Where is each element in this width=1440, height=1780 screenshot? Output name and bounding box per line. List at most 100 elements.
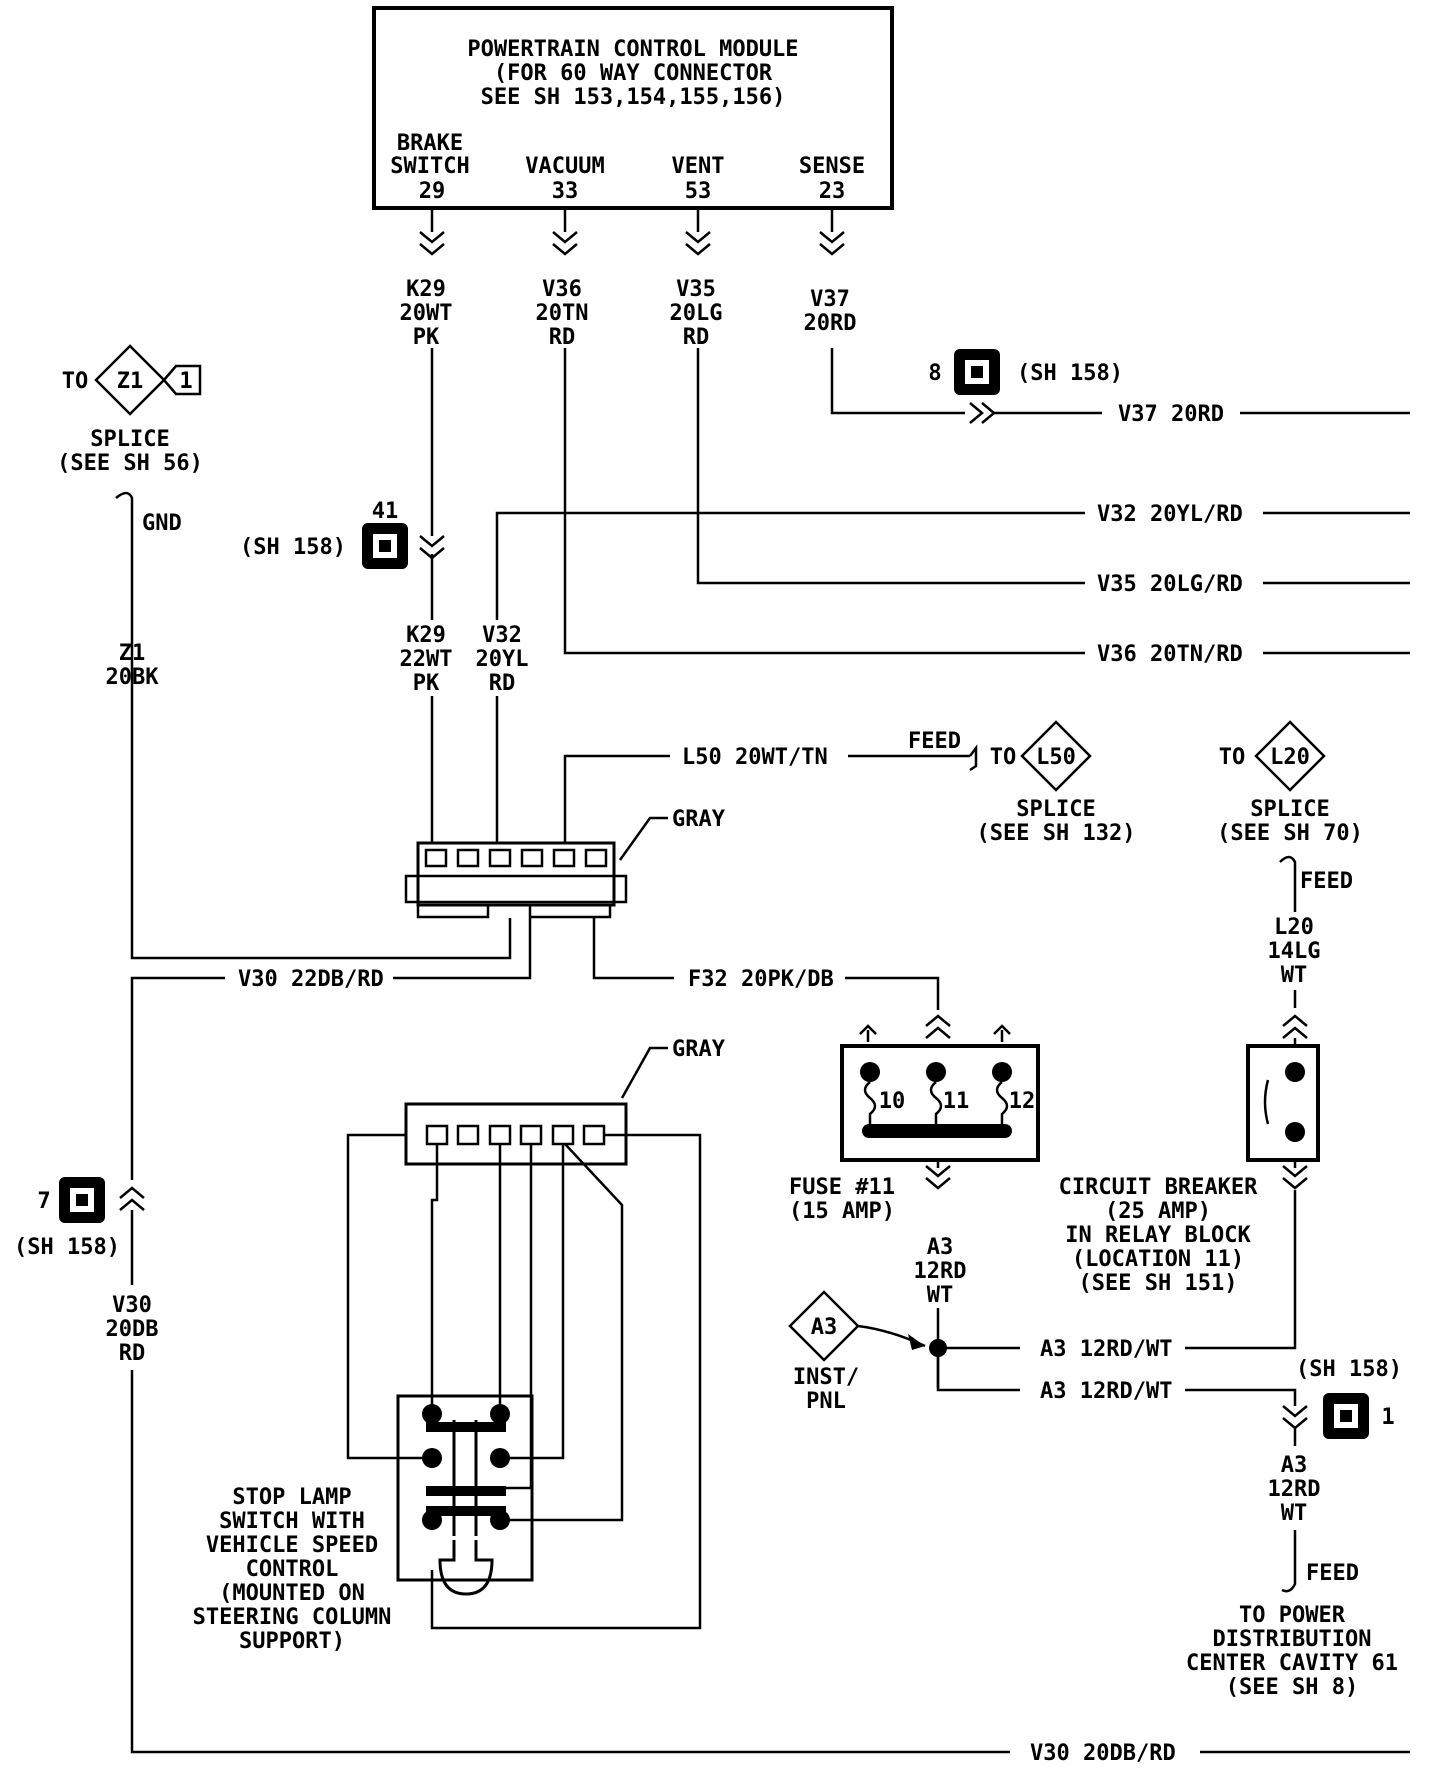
wire-v35-gauge: 20LG (670, 301, 723, 326)
terminal-fuse-11-in (924, 1014, 952, 1040)
stop-lamp-label-1: STOP LAMP (232, 1485, 351, 1510)
connector-7-icon (59, 1177, 105, 1223)
wire-v35-code: V35 (676, 277, 716, 302)
a3-fuse-tracer: WT (927, 1283, 954, 1308)
connector-8-number: 8 (928, 361, 941, 386)
a3-down-code: A3 (1281, 1453, 1308, 1478)
breaker-label-5: (SEE SH 151) (1079, 1271, 1238, 1296)
z1-id: Z1 (117, 369, 144, 394)
a3-upper-label: A3 12RD/WT (1040, 1337, 1172, 1362)
connector-8-icon (954, 349, 1000, 395)
switch-wire-k29-tracer: PK (413, 671, 440, 696)
terminal-breaker-out (1281, 1164, 1309, 1190)
switch-wire-v32-code: V32 (482, 623, 522, 648)
breaker-label-3: IN RELAY BLOCK (1065, 1223, 1251, 1248)
fuse-label: FUSE #11 (789, 1175, 895, 1200)
terminal-v36 (551, 230, 579, 256)
stop-lamp-label-2: SWITCH WITH (219, 1509, 365, 1534)
l50-id: L50 (1036, 745, 1076, 770)
gray-label-top: GRAY (672, 807, 726, 832)
connector-41-icon (362, 523, 408, 569)
a3-inst-id: A3 (811, 1315, 838, 1340)
fuse-rating: (15 AMP) (789, 1199, 895, 1224)
circuit-breaker (1246, 1044, 1320, 1162)
pcm-pin-brake-number: 29 (419, 179, 446, 204)
terminal-v30-inline (118, 1186, 146, 1212)
pdc-dest-2: DISTRIBUTION (1213, 1627, 1372, 1652)
v30-vertical-tracer: RD (119, 1341, 146, 1366)
terminal-breaker-in (1281, 1014, 1309, 1040)
fuse-11: 10 11 12 (840, 1044, 1040, 1162)
a3-lower-label: A3 12RD/WT (1040, 1379, 1172, 1404)
v30-22-label: V30 22DB/RD (238, 967, 384, 992)
fuse-pin-10: 10 (879, 1089, 906, 1114)
wire-v36-tracer: RD (549, 325, 576, 350)
pdc-dest-1: TO POWER (1239, 1603, 1346, 1628)
connector-41-ref: (SH 158) (240, 535, 346, 560)
v30-vertical-gauge: 20DB (106, 1317, 159, 1342)
z1-splice-ref: (SEE SH 56) (57, 451, 203, 476)
pcm-pin-vacuum-number: 33 (552, 179, 579, 204)
l50-feed: FEED (908, 729, 961, 754)
z1-pin: 1 (179, 369, 192, 394)
switch-connector-top (404, 841, 628, 919)
pcm-pin-vacuum-label: VACUUM (525, 154, 604, 179)
pdc-dest-4: (SEE SH 8) (1226, 1675, 1358, 1700)
terminal-a3-inline (1281, 1404, 1309, 1430)
fuse-pin-12: 12 (1009, 1089, 1036, 1114)
wire-v35-right-label: V35 20LG/RD (1097, 572, 1243, 597)
wire-k29-tracer: PK (413, 325, 440, 350)
stop-lamp-switch (396, 1394, 534, 1596)
l20-wire-tracer: WT (1281, 963, 1308, 988)
l20-splice-label: SPLICE (1250, 797, 1329, 822)
pcm-module: POWERTRAIN CONTROL MODULE (FOR 60 WAY CO… (372, 6, 894, 210)
l20-wire-gauge: 14LG (1268, 939, 1321, 964)
pdc-dest-3: CENTER CAVITY 61 (1186, 1651, 1398, 1676)
z1-gnd: GND (142, 511, 182, 536)
a3-feed: FEED (1306, 1561, 1359, 1586)
f32-label: F32 20PK/DB (688, 967, 834, 992)
terminal-v37 (818, 230, 846, 256)
gray-label-bottom: GRAY (672, 1037, 726, 1062)
l20-to: TO (1219, 745, 1246, 770)
a3-fuse-gauge: 12RD (914, 1259, 967, 1284)
pcm-pin-sense-label: SENSE (799, 154, 865, 179)
stop-lamp-label-6: STEERING COLUMN (193, 1605, 392, 1630)
switch-wire-v32-tracer: RD (489, 671, 516, 696)
v30-vertical-code: V30 (112, 1293, 152, 1318)
pcm-pin-sense-number: 23 (819, 179, 846, 204)
l20-wire-code: L20 (1274, 915, 1314, 940)
wire-k29-gauge: 20WT (400, 301, 453, 326)
stop-lamp-label-5: (MOUNTED ON (219, 1581, 365, 1606)
stop-lamp-label-3: VEHICLE SPEED (206, 1533, 378, 1558)
wire-v36-gauge: 20TN (536, 301, 589, 326)
terminal-fuse-11-out (924, 1164, 952, 1190)
connector-7-number: 7 (37, 1189, 50, 1214)
switch-wire-k29-code: K29 (406, 623, 446, 648)
connector-41-number: 41 (372, 499, 399, 524)
breaker-label-2: (25 AMP) (1105, 1199, 1211, 1224)
pcm-pin-brake-label-2: SWITCH (390, 154, 469, 179)
pcm-pin-vent-number: 53 (685, 179, 712, 204)
l50-splice-ref: (SEE SH 132) (977, 821, 1136, 846)
z1-splice: TO Z1 1 SPLICE (SEE SH 56) (57, 344, 203, 476)
l50-wire-label: L50 20WT/TN (682, 745, 828, 770)
fuse-pin-11: 11 (943, 1089, 970, 1114)
pcm-pin-brake-label-1: BRAKE (397, 131, 463, 156)
a3-fuse-code: A3 (927, 1235, 954, 1260)
switch-connector-bottom (404, 1102, 628, 1166)
wire-v35-tracer: RD (683, 325, 710, 350)
wire-v37-code: V37 (810, 287, 850, 312)
breaker-label-4: (LOCATION 11) (1072, 1247, 1244, 1272)
terminal-k29 (418, 230, 446, 256)
wire-v32-right-label: V32 20YL/RD (1097, 502, 1243, 527)
wire-v36-code: V36 (542, 277, 582, 302)
wire-v36-right-label: V36 20TN/RD (1097, 642, 1243, 667)
terminal-v35 (684, 230, 712, 256)
pcm-title-line-2: (FOR 60 WAY CONNECTOR (494, 61, 773, 86)
l50-to: TO (990, 745, 1017, 770)
connector-1-ref: (SH 158) (1296, 1357, 1402, 1382)
connector-1-number: 1 (1381, 1405, 1394, 1430)
a3-inst-line-1: INST/ (793, 1365, 859, 1390)
